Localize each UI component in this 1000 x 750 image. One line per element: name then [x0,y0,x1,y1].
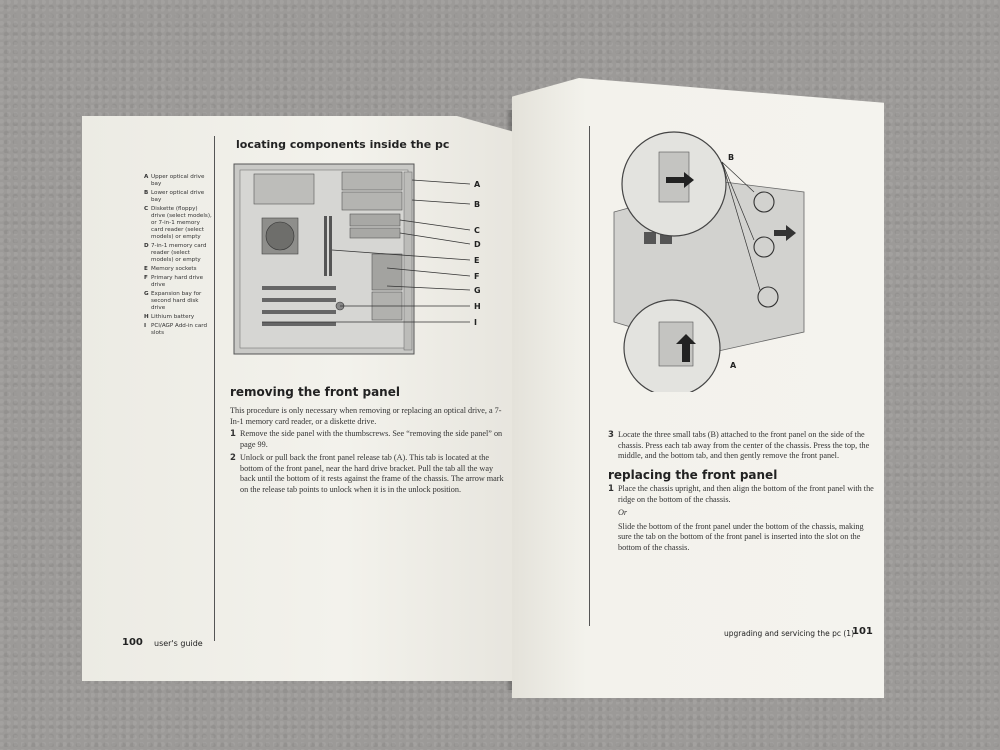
step-item: 3 Locate the three small tabs (B) attach… [608,430,870,461]
alternative-instruction: Slide the bottom of the front panel unde… [618,521,864,552]
callout-label-e: E [474,256,479,265]
callout-label-g: G [474,286,481,295]
hard-drive-bay [371,253,403,291]
callout-line-c [399,219,471,231]
leader-line [721,161,761,291]
leader-line [721,161,755,193]
leader-line [721,161,755,241]
front-panel-illustration: B A [613,131,805,392]
footer-text-right: upgrading and servicing the pc (1) [724,629,855,638]
footer-text-left: user's guide [154,639,203,648]
removal-steps: 1 Remove the side panel with the thumbsc… [230,429,506,496]
memory-socket [329,216,332,276]
card-reader-bay [349,227,401,239]
callout-label-i: I [474,318,477,327]
callout-line-d [399,232,471,245]
power-supply [253,173,315,205]
step-item: 2 Unlock or pull back the front panel re… [230,453,504,494]
memory-socket [324,216,327,276]
page-number-left: 100 [122,637,143,648]
subheading-removing: removing the front panel [230,385,400,399]
card-slot [262,310,336,314]
front-panel-edge [403,171,413,351]
arrow-icon [774,225,796,241]
callout-label-b: B [474,200,480,209]
left-column-rule [214,136,215,641]
right-page: B A 3 Locate the three small tabs (B) at… [512,78,884,698]
vent-grill [644,232,656,244]
lower-drive-bay [341,191,403,211]
subheading-replacing: replacing the front panel [608,468,778,482]
replacement-steps: 1 Place the chassis upright, and then al… [608,484,874,554]
callout-label-h: H [474,302,481,311]
callout-line-a [411,179,471,185]
step-three: 3 Locate the three small tabs (B) attach… [608,430,874,462]
callout-line-b [411,199,471,205]
callout-label-f: F [474,272,479,281]
fan-blades [265,221,295,251]
callout-label-d: D [474,240,481,249]
page-number-right: 101 [852,626,873,637]
tab-circle-bottom [757,286,779,308]
floppy-bay [349,213,401,227]
card-slot [262,298,336,302]
upper-drive-bay [341,171,403,191]
callout-line-f [386,267,471,277]
intro-paragraph: This procedure is only necessary when re… [230,406,502,426]
section-title: locating components inside the pc [236,138,450,151]
right-column-rule [589,126,590,626]
callout-line-e [331,249,471,261]
arrow-icon [676,334,696,362]
figure-label-a: A [730,361,737,370]
card-slot [262,322,336,326]
pc-interior-illustration: A B C D E F G H I [233,163,481,355]
callout-line-g [386,285,471,291]
figure-label-b: B [728,153,734,162]
step-item: 1 Remove the side panel with the thumbsc… [230,429,503,449]
or-text: Or [618,508,628,518]
tab-circle-top [753,191,775,213]
card-slot [262,286,336,290]
arrow-icon [666,172,694,188]
tab-circle-middle [753,236,775,258]
callout-label-c: C [474,226,480,235]
callout-label-a: A [474,180,481,189]
step-item: 1 Place the chassis upright, and then al… [608,484,874,504]
